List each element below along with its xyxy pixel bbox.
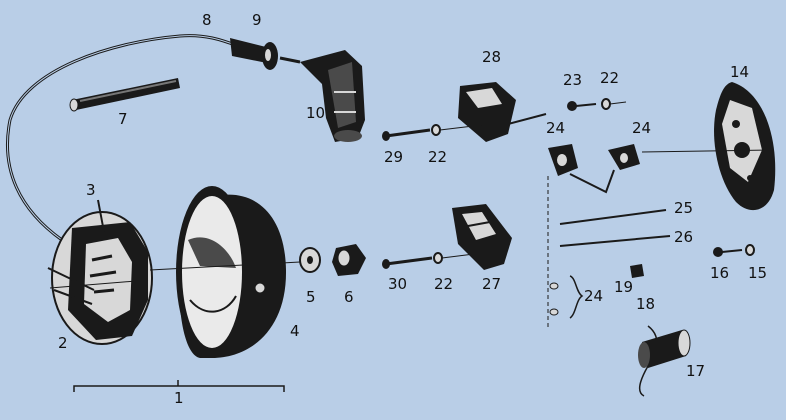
label-7: 7 xyxy=(118,110,128,128)
cable-sleeve xyxy=(230,38,301,70)
label-19: 19 xyxy=(614,278,634,296)
label-24-right: 24 xyxy=(632,119,652,137)
label-15: 15 xyxy=(748,264,768,282)
label-18: 18 xyxy=(636,295,656,313)
label-8: 8 xyxy=(202,11,212,29)
contact-breaker xyxy=(452,204,512,270)
label-22-mid: 22 xyxy=(428,148,448,166)
breaker-arm xyxy=(548,144,640,194)
screw-23 xyxy=(567,101,577,111)
brace-24 xyxy=(569,275,584,319)
screw-29 xyxy=(385,128,431,138)
screw-16 xyxy=(713,247,723,257)
label-17: 17 xyxy=(686,362,706,380)
tube xyxy=(69,78,180,112)
washer xyxy=(299,247,321,273)
label-9: 9 xyxy=(252,11,262,29)
axis-line xyxy=(49,279,149,289)
coil xyxy=(638,325,691,397)
flywheel xyxy=(176,186,287,358)
spark-plug-cap xyxy=(300,50,365,142)
label-22-top: 22 xyxy=(600,69,620,87)
rods-25-26 xyxy=(559,209,671,247)
label-24-left: 24 xyxy=(546,119,566,137)
label-23: 23 xyxy=(563,71,583,89)
label-27: 27 xyxy=(482,275,502,293)
back-plate xyxy=(714,82,776,211)
washer-24a xyxy=(549,282,559,290)
clip-19 xyxy=(630,264,644,278)
screw-30 xyxy=(385,256,433,266)
washer-15 xyxy=(745,244,755,256)
assembly-bracket-1 xyxy=(73,380,285,392)
ignition-coil xyxy=(458,82,547,142)
label-3: 3 xyxy=(86,181,96,199)
label-1: 1 xyxy=(174,389,184,407)
label-26: 26 xyxy=(674,228,694,246)
label-2: 2 xyxy=(58,334,68,352)
washer-22c xyxy=(601,98,611,110)
label-28: 28 xyxy=(482,48,502,66)
crank-axis xyxy=(149,261,301,271)
label-22-low: 22 xyxy=(434,275,454,293)
washer-22b xyxy=(433,252,443,264)
label-14: 14 xyxy=(730,63,750,81)
nut xyxy=(332,244,366,276)
label-25: 25 xyxy=(674,199,694,217)
label-16: 16 xyxy=(710,264,730,282)
washer-24b xyxy=(549,308,559,316)
label-24-bracket: 24 xyxy=(584,287,604,305)
plate-axis xyxy=(641,149,771,153)
label-30: 30 xyxy=(388,275,408,293)
label-10: 10 xyxy=(306,104,326,122)
label-4: 4 xyxy=(290,322,300,340)
label-5: 5 xyxy=(306,288,316,306)
label-29: 29 xyxy=(384,148,404,166)
label-6: 6 xyxy=(344,288,354,306)
stator-plate xyxy=(47,199,153,345)
washer-22a xyxy=(431,124,441,136)
